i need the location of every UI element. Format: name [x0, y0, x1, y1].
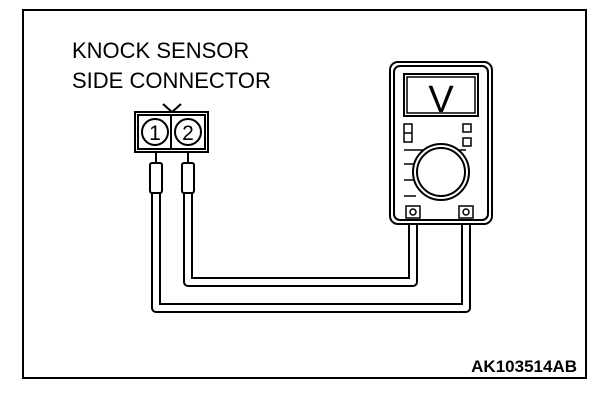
connector-pin-1: 1 [141, 118, 169, 146]
connector-pin-2: 2 [174, 118, 202, 146]
meter-terminal-com [405, 205, 421, 219]
lead-wire-pin2 [183, 192, 418, 287]
svg-text:1: 1 [149, 122, 161, 145]
connector-lock-tab [162, 103, 182, 114]
mode-button-2 [462, 137, 472, 147]
figure-code: AK103514AB [471, 357, 577, 376]
test-leads [151, 192, 471, 313]
probe-pin2 [181, 152, 195, 194]
multimeter: V [389, 61, 493, 225]
svg-text:2: 2 [182, 122, 194, 145]
connector-label-line2: SIDE CONNECTOR [72, 68, 271, 93]
knock-sensor-connector: 1 2 [134, 103, 209, 153]
figure-frame [22, 9, 587, 379]
connector-label-line1: KNOCK SENSOR [72, 38, 249, 63]
display-voltage-glyph: V [428, 79, 454, 121]
meter-terminal-v [458, 205, 474, 219]
mode-button-1 [462, 123, 472, 133]
range-scale-marks [404, 149, 466, 197]
probe-pin1 [149, 152, 163, 194]
